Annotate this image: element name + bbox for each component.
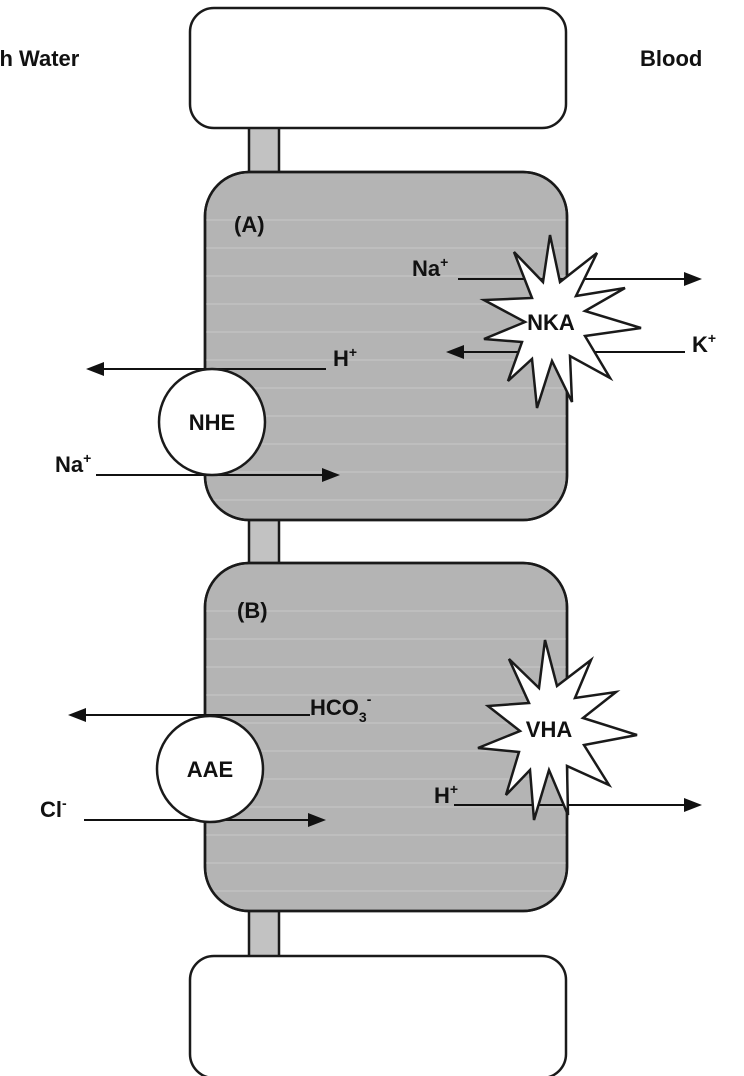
hco3-to-water-arrow: [68, 708, 310, 722]
junction-top: [247, 122, 281, 178]
aae-transporter: [155, 714, 265, 824]
nhe-transporter: [157, 367, 267, 477]
nhe-label: NHE: [189, 410, 235, 435]
blood-label: Blood: [640, 46, 702, 71]
cell-b-label: (B): [237, 598, 268, 623]
aae-label: AAE: [187, 757, 233, 782]
nka-label: NKA: [527, 310, 575, 335]
h-to-blood-arrow: [454, 798, 702, 812]
na-nka-label: Na+: [412, 254, 448, 281]
bottom-neighbor-cell: [188, 954, 568, 1076]
nka-pump: [479, 234, 642, 409]
cell-a: [203, 170, 569, 522]
cl-label: Cl-: [40, 795, 67, 822]
h-nhe-label: H+: [333, 344, 357, 371]
junction-middle: [247, 516, 281, 568]
h-vha-label: H+: [434, 781, 458, 808]
junction-bottom: [247, 906, 281, 962]
k-label: K+: [692, 330, 716, 357]
cell-a-label: (A): [234, 212, 265, 237]
cell-b-stripes: [205, 610, 567, 892]
vha-pump: [477, 639, 638, 821]
top-neighbor-cell: [188, 6, 568, 130]
na-nhe-label: Na+: [55, 450, 91, 477]
fresh-water-label: Fresh Water: [0, 46, 80, 71]
hco3-label: HCO3-: [310, 691, 372, 725]
vha-label: VHA: [526, 717, 573, 742]
